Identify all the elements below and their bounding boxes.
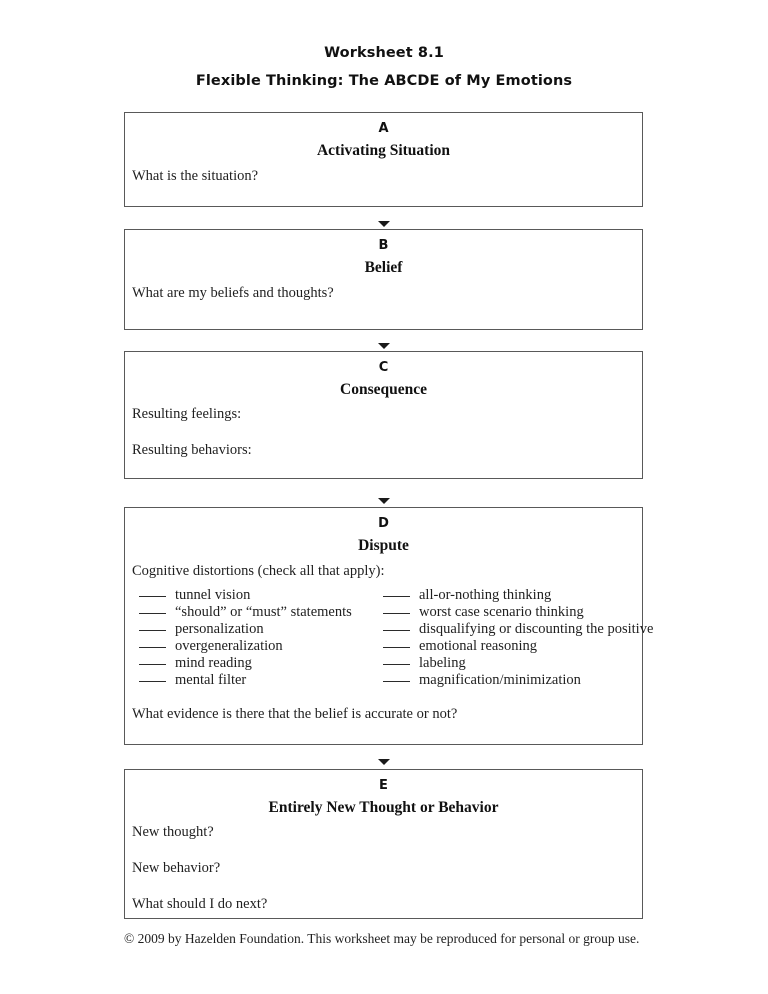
checklist-item[interactable]: disqualifying or discounting the positiv… bbox=[383, 621, 653, 638]
checkbox-blank[interactable] bbox=[139, 612, 166, 614]
section-a-letter: A bbox=[378, 121, 389, 136]
checklist-item-label: all-or-nothing thinking bbox=[419, 586, 552, 603]
distortions-column-left: tunnel vision “should” or “must” stateme… bbox=[139, 587, 399, 689]
page-title: Worksheet 8.1 bbox=[324, 45, 444, 61]
checklist-item-label: mind reading bbox=[175, 654, 252, 671]
section-a-prompt-situation[interactable]: What is the situation? bbox=[132, 167, 259, 184]
cognitive-distortions-checklist: tunnel vision “should” or “must” stateme… bbox=[125, 587, 653, 692]
section-c-prompt-feelings[interactable]: Resulting feelings: bbox=[132, 405, 242, 422]
section-d: D Dispute Cognitive distortions (check a… bbox=[124, 507, 653, 745]
page-subtitle: Flexible Thinking: The ABCDE of My Emoti… bbox=[195, 72, 573, 89]
chevron-down-icon bbox=[378, 343, 390, 349]
chevron-down-icon bbox=[378, 759, 390, 765]
section-b-box: B Belief What are my beliefs and thought… bbox=[124, 229, 643, 330]
section-d-heading: Dispute bbox=[358, 537, 409, 554]
section-b-letter: B bbox=[378, 238, 389, 253]
section-d-letter: D bbox=[378, 516, 389, 531]
section-e: E Entirely New Thought or Behavior New t… bbox=[124, 769, 643, 919]
checklist-item-label: emotional reasoning bbox=[419, 637, 537, 654]
checklist-item[interactable]: tunnel vision bbox=[139, 587, 399, 604]
checkbox-blank[interactable] bbox=[139, 663, 166, 665]
chevron-down-icon bbox=[378, 221, 390, 227]
checklist-item[interactable]: mind reading bbox=[139, 655, 399, 672]
section-c-box: C Consequence Resulting feelings: Result… bbox=[124, 351, 643, 479]
checkbox-blank[interactable] bbox=[383, 663, 410, 665]
checklist-item[interactable]: labeling bbox=[383, 655, 643, 672]
section-a-heading: Activating Situation bbox=[316, 142, 451, 159]
checklist-item[interactable]: “should” or “must” statements bbox=[139, 604, 399, 621]
checklist-item-label: magnification/minimization bbox=[419, 671, 581, 688]
cognitive-distortions-label: Cognitive distortions (check all that ap… bbox=[132, 562, 385, 579]
section-e-prompt-new-behavior[interactable]: New behavior? bbox=[132, 859, 221, 876]
checkbox-blank[interactable] bbox=[383, 646, 410, 648]
checklist-item-label: personalization bbox=[175, 620, 264, 637]
checklist-item-label: mental filter bbox=[175, 671, 247, 688]
checkbox-blank[interactable] bbox=[383, 629, 410, 631]
checklist-item-label: labeling bbox=[419, 654, 466, 671]
section-e-prompt-new-thought[interactable]: New thought? bbox=[132, 823, 214, 840]
section-c-prompt-behaviors[interactable]: Resulting behaviors: bbox=[132, 441, 252, 458]
checkbox-blank[interactable] bbox=[383, 680, 410, 682]
page-title-block: Worksheet 8.1 Flexible Thinking: The ABC… bbox=[0, 46, 768, 88]
checkbox-blank[interactable] bbox=[139, 629, 166, 631]
checkbox-blank[interactable] bbox=[139, 680, 166, 682]
checkbox-blank[interactable] bbox=[383, 595, 410, 597]
section-e-heading: Entirely New Thought or Behavior bbox=[268, 799, 499, 816]
checkbox-blank[interactable] bbox=[139, 646, 166, 648]
section-b-prompt-beliefs[interactable]: What are my beliefs and thoughts? bbox=[132, 284, 334, 301]
checklist-item[interactable]: magnification/minimization bbox=[383, 672, 643, 689]
section-b-heading: Belief bbox=[364, 259, 403, 276]
checklist-item[interactable]: personalization bbox=[139, 621, 399, 638]
section-c-letter: C bbox=[378, 360, 389, 375]
section-d-box: D Dispute Cognitive distortions (check a… bbox=[124, 507, 653, 745]
distortions-column-right: all-or-nothing thinking worst case scena… bbox=[383, 587, 653, 689]
arrow-d-to-e bbox=[0, 752, 768, 770]
checklist-item-label: overgeneralization bbox=[175, 637, 283, 654]
checklist-item-label: tunnel vision bbox=[175, 586, 251, 603]
checklist-item[interactable]: all-or-nothing thinking bbox=[383, 587, 643, 604]
section-c-heading: Consequence bbox=[340, 381, 427, 398]
section-e-box: E Entirely New Thought or Behavior New t… bbox=[124, 769, 643, 919]
section-e-prompt-next-step[interactable]: What should I do next? bbox=[132, 895, 268, 912]
section-b: B Belief What are my beliefs and thought… bbox=[124, 229, 643, 330]
copyright-notice: © 2009 by Hazelden Foundation. This work… bbox=[124, 931, 640, 946]
checklist-item-label: disqualifying or discounting the positiv… bbox=[419, 620, 654, 637]
section-c: C Consequence Resulting feelings: Result… bbox=[124, 351, 643, 479]
section-e-letter: E bbox=[379, 778, 388, 793]
checklist-item-label: “should” or “must” statements bbox=[175, 603, 352, 620]
section-a: A Activating Situation What is the situa… bbox=[124, 112, 643, 207]
section-a-box: A Activating Situation What is the situa… bbox=[124, 112, 643, 207]
chevron-down-icon bbox=[378, 498, 390, 504]
section-d-prompt-evidence[interactable]: What evidence is there that the belief i… bbox=[132, 705, 458, 722]
checkbox-blank[interactable] bbox=[383, 612, 410, 614]
checklist-item[interactable]: worst case scenario thinking bbox=[383, 604, 643, 621]
checkbox-blank[interactable] bbox=[139, 595, 166, 597]
checklist-item[interactable]: mental filter bbox=[139, 672, 399, 689]
checklist-item[interactable]: overgeneralization bbox=[139, 638, 399, 655]
checklist-item-label: worst case scenario thinking bbox=[419, 603, 584, 620]
checklist-item[interactable]: emotional reasoning bbox=[383, 638, 643, 655]
